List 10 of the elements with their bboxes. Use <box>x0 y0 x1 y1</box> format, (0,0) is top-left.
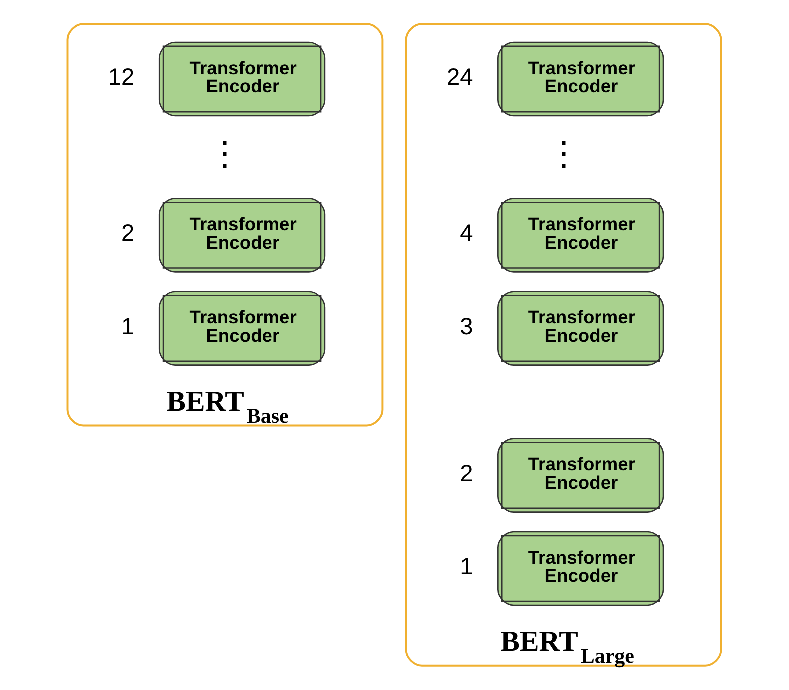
node-label: 3 <box>460 314 474 340</box>
node-label: 12 <box>108 65 135 92</box>
label: ⋮ <box>208 136 242 174</box>
label: ⋮ <box>546 136 581 174</box>
node-label: 1 <box>460 554 474 581</box>
node-label: 1 <box>122 314 135 340</box>
node-label: 4 <box>460 221 474 248</box>
node-label: 2 <box>122 221 135 248</box>
node-label: 2 <box>460 461 474 488</box>
node-label: 24 <box>446 65 474 92</box>
